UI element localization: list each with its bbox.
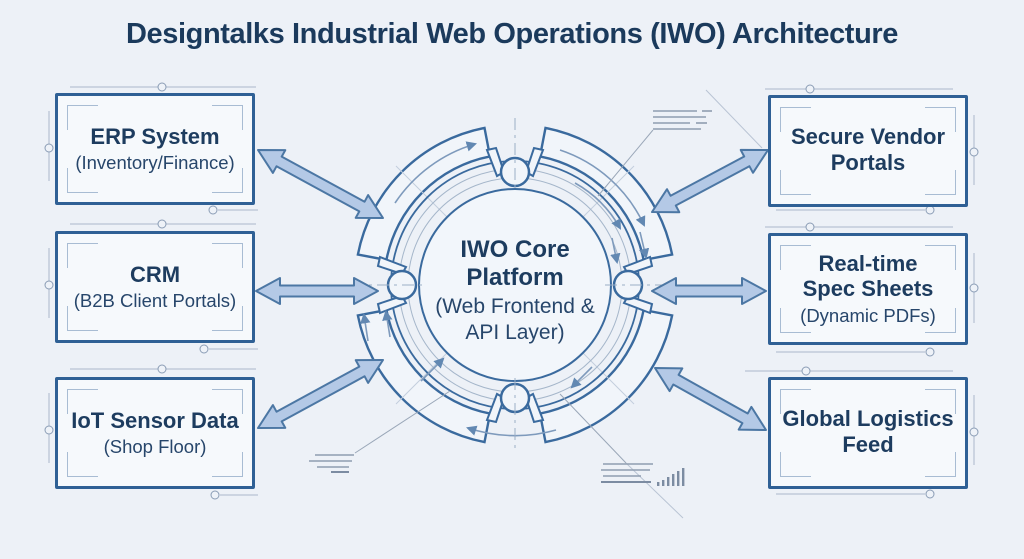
node-box-realtime-spec-sheets: Real-time Spec Sheets (Dynamic PDFs) (768, 233, 968, 345)
node-subtitle: (B2B Client Portals) (73, 290, 237, 312)
corner-bracket-icon (212, 168, 243, 193)
corner-bracket-icon (780, 389, 811, 414)
diagram-title: Designtalks Industrial Web Operations (I… (125, 18, 898, 50)
corner-bracket-icon (212, 243, 243, 268)
node-title: ERP System (90, 123, 220, 149)
corner-bracket-icon (67, 452, 98, 477)
corner-bracket-icon (67, 243, 98, 268)
corner-bracket-icon (780, 245, 811, 270)
hub-core-platform: IWO Core Platform (Web Frontend & API La… (400, 236, 630, 345)
corner-bracket-icon (925, 107, 956, 132)
signal-bars-icon (657, 468, 685, 486)
construction-diagonals (395, 165, 635, 405)
arrow-iot-hub (257, 359, 384, 429)
node-title: IoT Sensor Data (71, 407, 239, 433)
corner-bracket-icon (212, 389, 243, 414)
corner-bracket-icon (925, 452, 956, 477)
corner-bracket-icon (67, 389, 98, 414)
hub-subtitle: (Web Frontend & API Layer) (435, 295, 595, 344)
arrow-crm-hub (255, 277, 379, 305)
corner-bracket-icon (780, 107, 811, 132)
node-box-global-logistics-feed: Global Logistics Feed (768, 377, 968, 489)
node-box-erp-system: ERP System (Inventory/Finance) (55, 93, 255, 205)
corner-bracket-icon (925, 308, 956, 333)
corner-bracket-icon (780, 452, 811, 477)
corner-bracket-icon (67, 168, 98, 193)
node-title: CRM (129, 261, 181, 287)
callout-bottom-left (309, 390, 451, 473)
corner-bracket-icon (925, 389, 956, 414)
hub-port-flanges (376, 146, 654, 424)
connector-arrows (255, 148, 769, 431)
callout-bottom-right (559, 393, 685, 519)
arrow-hub-spec (651, 277, 767, 305)
node-title: Global Logistics Feed (782, 406, 954, 457)
arrow-hub-logistics (654, 367, 767, 431)
node-subtitle: (Inventory/Finance) (75, 152, 235, 174)
node-subtitle: (Shop Floor) (103, 436, 207, 458)
corner-bracket-icon (212, 452, 243, 477)
node-subtitle: (Dynamic PDFs) (800, 304, 936, 326)
node-title: Real-time Spec Sheets (802, 250, 934, 302)
callout-top-right (597, 89, 763, 197)
corner-bracket-icon (780, 170, 811, 195)
node-box-secure-vendor-portals: Secure Vendor Portals (768, 95, 968, 207)
arrow-hub-vendor (651, 148, 769, 214)
hub-rings (356, 126, 674, 444)
hub-flow-arrows (360, 141, 650, 437)
callout-text-lines (653, 110, 712, 130)
arrow-erp-hub (257, 149, 384, 219)
node-box-iot-sensor-data: IoT Sensor Data (Shop Floor) (55, 377, 255, 489)
callout-text-lines (309, 454, 354, 473)
node-box-crm: CRM (B2B Client Portals) (55, 231, 255, 343)
corner-bracket-icon (925, 170, 956, 195)
corner-bracket-icon (780, 308, 811, 333)
box-trace-decorations (44, 82, 979, 500)
corner-bracket-icon (212, 105, 243, 130)
corner-bracket-icon (67, 306, 98, 331)
corner-bracket-icon (212, 306, 243, 331)
node-title: Secure Vendor Portals (790, 124, 946, 175)
hub-title: IWO Core Platform (460, 236, 570, 291)
callout-text-lines (601, 463, 653, 483)
corner-bracket-icon (67, 105, 98, 130)
corner-bracket-icon (925, 245, 956, 270)
